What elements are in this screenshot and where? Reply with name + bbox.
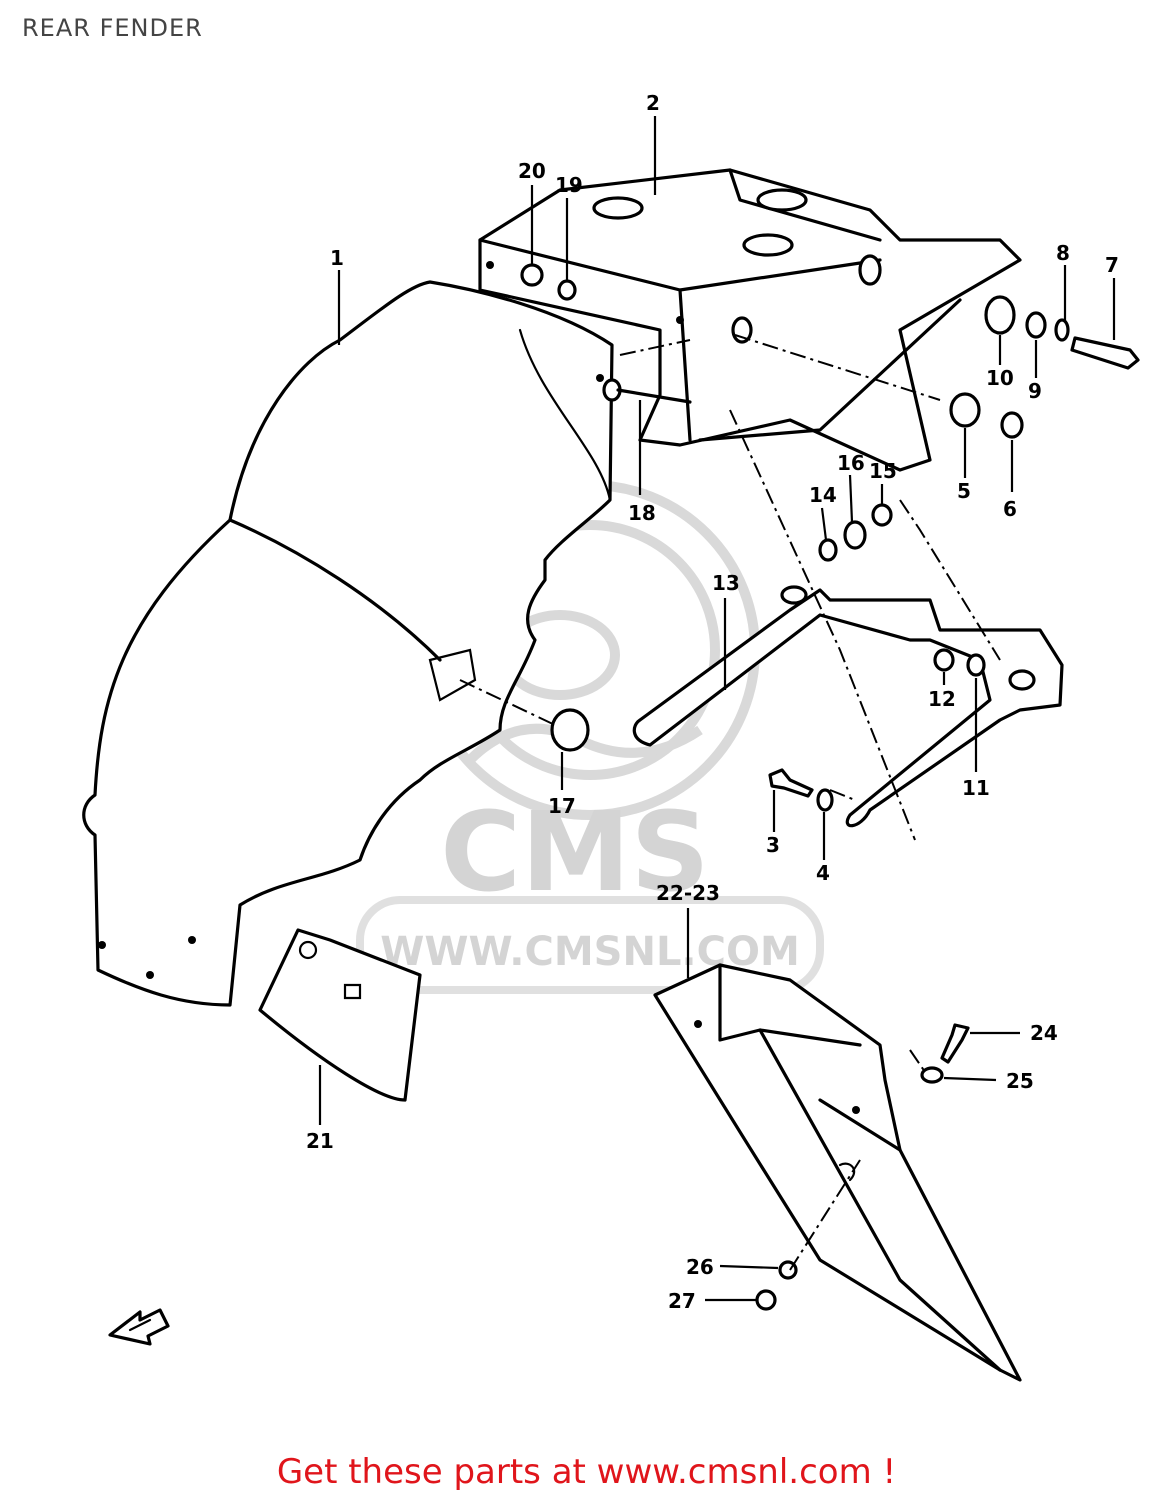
callout-14: 14 xyxy=(809,483,837,507)
watermark-logo: CMS WWW.CMSNL.COM xyxy=(356,480,824,994)
collar-16 xyxy=(843,520,867,550)
nut-20 xyxy=(520,263,544,287)
leader-lines xyxy=(318,116,1116,1302)
callout-15: 15 xyxy=(869,459,897,483)
callout-1: 1 xyxy=(330,246,344,270)
callout-26: 26 xyxy=(686,1255,714,1279)
get-parts-link[interactable]: Get these parts at www.cmsnl.com ! xyxy=(276,1452,897,1492)
callout-10: 10 xyxy=(986,366,1014,390)
bolt-3 xyxy=(768,768,814,798)
nut-27 xyxy=(755,1289,777,1311)
nut-12 xyxy=(933,648,955,672)
fender-stay-part xyxy=(632,585,1064,828)
collar-17 xyxy=(550,708,590,752)
nut-4 xyxy=(816,788,834,812)
bolt-24 xyxy=(940,1023,970,1064)
collar-6 xyxy=(1000,411,1024,439)
collar-11 xyxy=(966,653,986,677)
callout-6: 6 xyxy=(1003,497,1017,521)
callout-2: 2 xyxy=(646,91,660,115)
callout-19: 19 xyxy=(555,173,583,197)
nut-15 xyxy=(871,503,893,527)
callout-5: 5 xyxy=(957,479,971,503)
callout-12: 12 xyxy=(928,687,956,711)
callout-13: 13 xyxy=(712,571,740,595)
callout-27: 27 xyxy=(668,1289,696,1313)
nut-19 xyxy=(557,279,577,301)
washer-14 xyxy=(818,538,838,562)
callout-11: 11 xyxy=(962,776,990,800)
washer-8 xyxy=(1054,318,1070,342)
rear-frame-bracket-part xyxy=(478,168,1022,472)
assembly-lines xyxy=(459,334,1001,1271)
callout-labels: 1 2 3 4 5 6 7 8 9 10 11 12 13 14 15 16 1… xyxy=(306,91,1119,1313)
callout-22-23: 22-23 xyxy=(656,881,720,905)
plate-part xyxy=(258,928,422,1102)
washer-25 xyxy=(920,1066,944,1084)
callout-4: 4 xyxy=(816,861,830,885)
callout-7: 7 xyxy=(1105,253,1119,277)
page-title: REAR FENDER xyxy=(22,14,203,42)
callout-20: 20 xyxy=(518,159,546,183)
rear-fender-part xyxy=(82,280,614,1007)
callout-8: 8 xyxy=(1056,241,1070,265)
callout-17: 17 xyxy=(548,794,576,818)
front-arrow-icon xyxy=(108,1308,170,1346)
callout-16: 16 xyxy=(837,451,865,475)
callout-24: 24 xyxy=(1030,1021,1058,1045)
callout-18: 18 xyxy=(628,501,656,525)
watermark-brand: CMS xyxy=(440,788,709,916)
callout-25: 25 xyxy=(1006,1069,1034,1093)
collar-9 xyxy=(1025,311,1047,339)
callout-9: 9 xyxy=(1028,379,1042,403)
hardware-parts xyxy=(520,263,1140,1311)
cushion-5 xyxy=(949,392,981,428)
callout-3: 3 xyxy=(766,833,780,857)
cushion-10 xyxy=(984,295,1016,335)
lower-mudguard-part xyxy=(653,963,1022,1382)
callout-21: 21 xyxy=(306,1129,334,1153)
bolt-7 xyxy=(1070,336,1140,370)
